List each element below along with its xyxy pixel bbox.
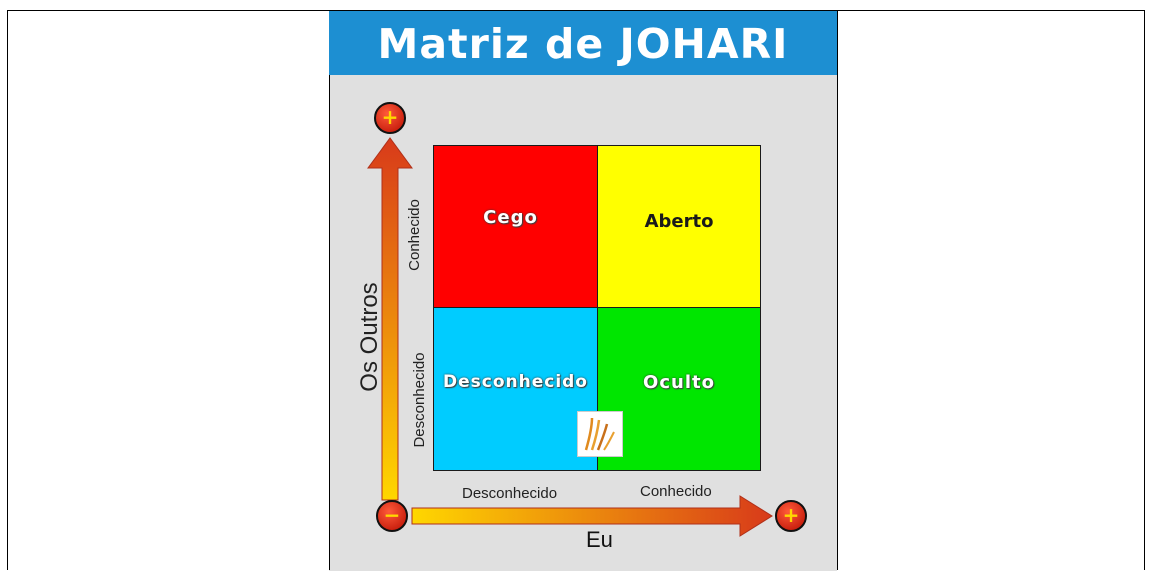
quadrant-cego: Cego — [433, 145, 598, 308]
quadrant-aberto: Aberto — [597, 145, 761, 308]
quadrant-oculto: Oculto — [597, 307, 761, 471]
quadrant-oculto-label: Oculto — [643, 371, 715, 393]
y-axis-label-conhecido: Conhecido — [406, 199, 423, 271]
quadrant-desconhecido: Desconhecido — [433, 307, 598, 471]
y-axis-label-desconhecido: Desconhecido — [411, 352, 428, 448]
x-axis-label-conhecido: Conhecido — [640, 483, 712, 500]
panel-left-border — [329, 10, 330, 570]
diagram-title: Matriz de JOHARI — [377, 20, 789, 68]
logo-mark-icon — [584, 417, 615, 451]
quadrant-aberto-label: Aberto — [644, 211, 714, 232]
page-frame — [7, 10, 1145, 570]
title-bar — [329, 11, 837, 75]
quadrant-desconhecido-label: Desconhecido — [442, 372, 588, 392]
y-axis-title: Os Outros — [356, 282, 383, 392]
x-axis-title: Eu — [586, 527, 613, 552]
panel-right-border — [837, 10, 838, 570]
quadrant-cego-label: Cego — [483, 207, 538, 228]
x-axis-label-desconhecido: Desconhecido — [462, 485, 558, 502]
logo — [577, 411, 623, 457]
